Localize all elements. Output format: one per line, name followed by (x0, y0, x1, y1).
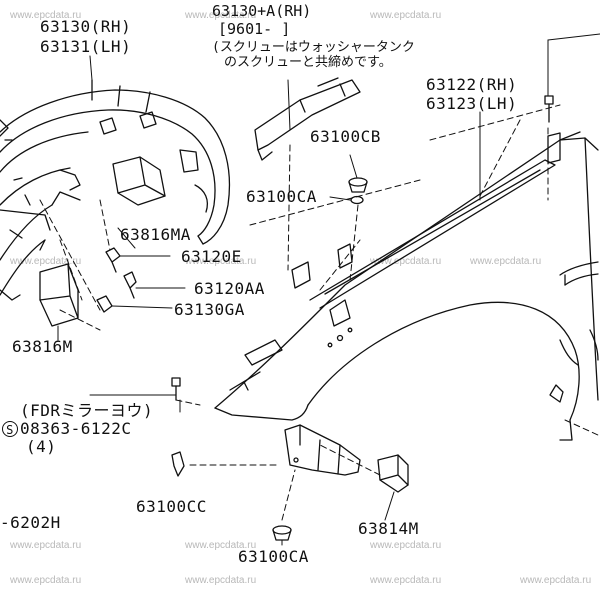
label-63130a-note1: (スクリューはウォッシャータンク (212, 40, 415, 55)
label-63816m: 63816M (12, 337, 73, 356)
watermark: www.epcdata.ru (10, 256, 82, 267)
label-63130a: 63130+A(RH) (212, 2, 312, 20)
bracket-63130a-drawing (254, 77, 361, 161)
watermark: www.epcdata.ru (185, 575, 257, 586)
label-63131: 63131(LH) (40, 37, 132, 56)
watermark: www.epcdata.ru (370, 256, 442, 267)
grommet-63100ca-bottom (272, 525, 292, 541)
label-63123: 63123(LH) (426, 94, 518, 113)
label-6202h: -6202H (0, 513, 61, 532)
label-63100ca-top: 63100CA (246, 187, 317, 206)
watermark: www.epcdata.ru (370, 10, 442, 21)
label-63816ma: 63816MA (120, 225, 191, 244)
label-fdr-note: (FDRミラーヨウ) (20, 401, 154, 420)
watermark: www.epcdata.ru (370, 575, 442, 586)
clip-63100cc (171, 451, 185, 477)
part-63814m-drawing (377, 454, 409, 493)
front-fender-drawing (214, 131, 599, 441)
watermark: www.epcdata.ru (10, 10, 82, 21)
label-63100cc: 63100CC (136, 497, 207, 516)
block-63816ma-drawing (112, 156, 166, 206)
watermark: www.epcdata.ru (520, 575, 592, 586)
screw-symbol-icon: S (2, 421, 18, 437)
label-63122: 63122(RH) (426, 75, 518, 94)
label-63130a-date: [9601- ] (218, 20, 291, 38)
watermark: www.epcdata.ru (470, 256, 542, 267)
label-screw-number: 08363-6122C (20, 419, 132, 438)
label-63100cb: 63100CB (310, 127, 381, 146)
watermark: www.epcdata.ru (10, 540, 82, 551)
block-63816m-drawing (39, 263, 79, 327)
watermark: www.epcdata.ru (370, 540, 442, 551)
lower-bracket-drawing (284, 424, 361, 476)
label-63814m: 63814M (358, 519, 419, 538)
label-63130: 63130(RH) (40, 17, 132, 36)
grommet-63100cb (348, 177, 368, 193)
label-63120e: 63120E (181, 247, 242, 266)
label-63130ga: 63130GA (174, 300, 245, 319)
watermark: www.epcdata.ru (10, 575, 82, 586)
watermark: www.epcdata.ru (185, 540, 257, 551)
fender-liner-drawing (0, 79, 231, 301)
label-63130a-note2: のスクリューと共締めです。 (224, 55, 392, 70)
watermark: www.epcdata.ru (185, 10, 257, 21)
label-63120aa: 63120AA (194, 279, 265, 298)
watermark: www.epcdata.ru (185, 256, 257, 267)
label-63100ca-bottom: 63100CA (238, 547, 309, 566)
bolt-63122 (544, 95, 554, 123)
label-screw-qty: (4) (26, 437, 57, 456)
screw-08363 (171, 377, 181, 401)
